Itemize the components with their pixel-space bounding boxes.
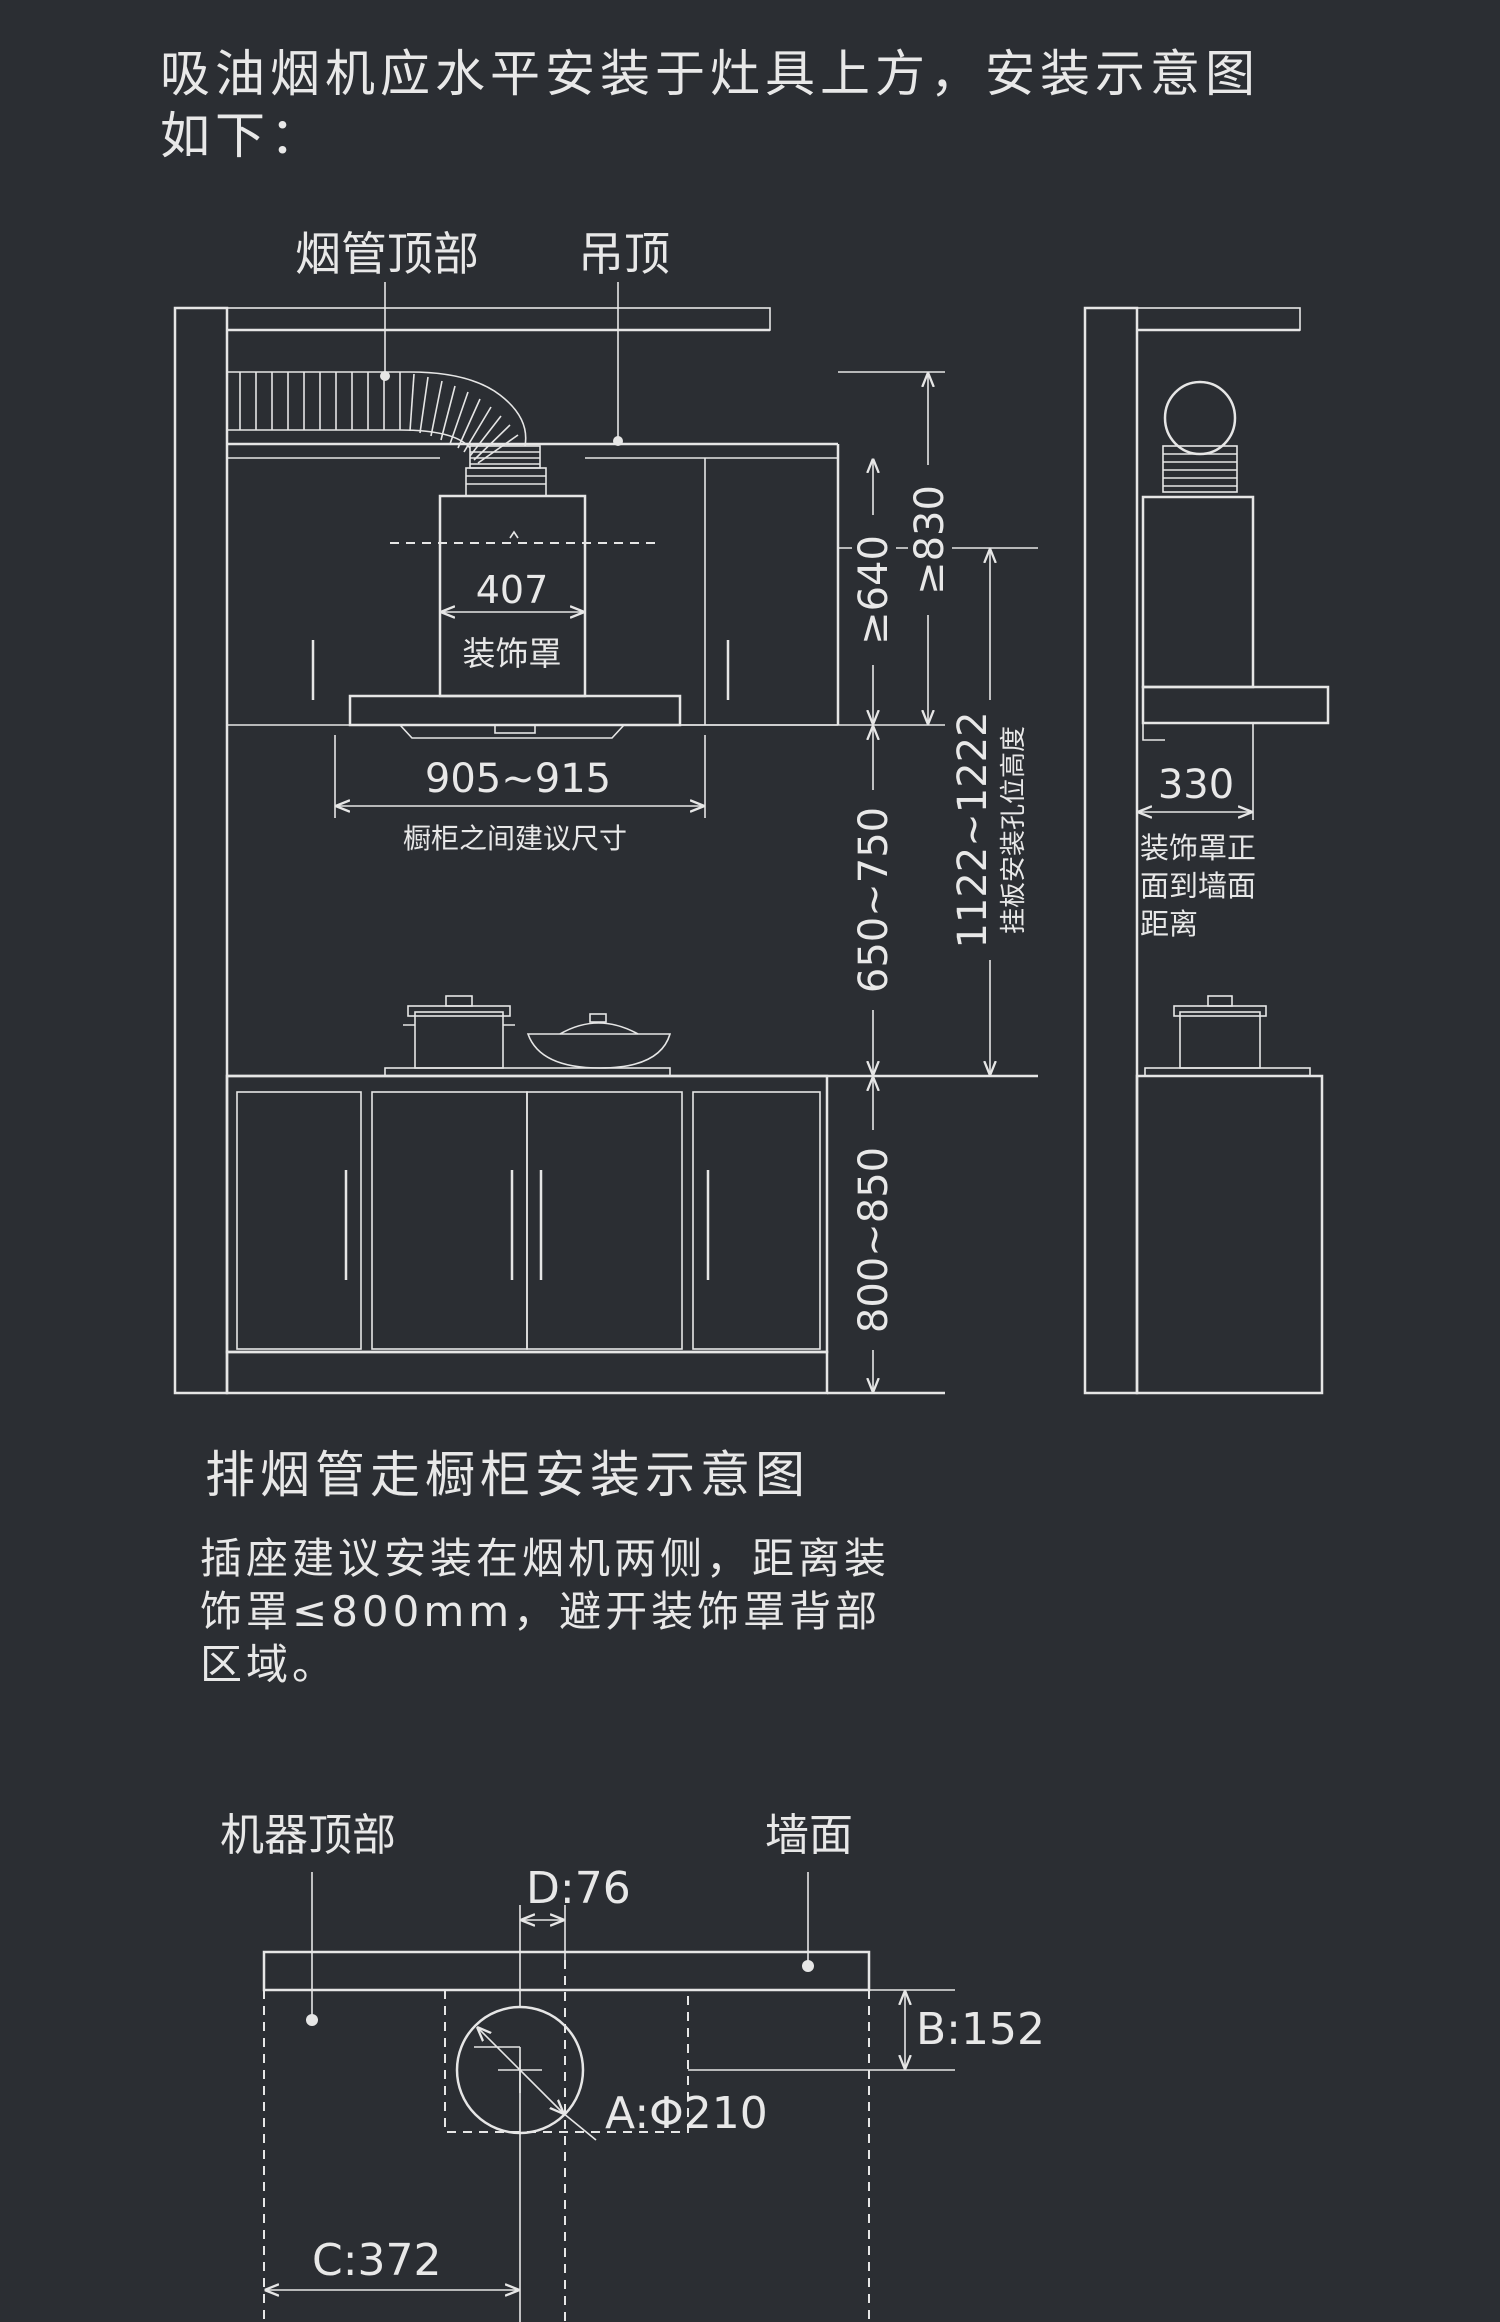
side-hood-cover [1141,495,1255,689]
hood-body [348,694,682,727]
socket-note-line-1: 插座建议安装在烟机两侧，距离装 [200,1534,891,1583]
pot-icon [403,995,515,1069]
side-ceiling-slab [1136,307,1301,331]
base-cabinets [225,1074,829,1395]
dim-cabinet-gap: 905~915 [425,756,611,802]
dim-c: C:372 [312,2235,442,2286]
dim-line-a [478,2028,563,2113]
intro-line-2: 如下： [160,107,325,165]
dim-a: A:Φ210 [605,2088,768,2139]
label-duct-top: 烟管顶部 [295,227,479,281]
label-mount-height: 挂板安装孔位高度 [999,726,1029,934]
wok-icon [526,1013,672,1069]
diagram-side-view: 330 装饰罩正 面到墙面 距离 [1083,306,1330,1395]
dim-330: 330 [1158,762,1234,808]
dim-650-750: 650~750 [851,807,897,993]
label-ceiling: 吊顶 [578,227,670,281]
label-machine-top: 机器顶部 [220,1810,396,1861]
cover-back-area [444,1990,689,2133]
dim-640: ≥640 [851,535,897,645]
dim-1122-1222: 1122~1222 [950,711,996,948]
label-cabinet-gap: 橱柜之间建议尺寸 [403,822,627,855]
label-hood-cover: 装饰罩 [463,634,562,673]
top-view-wall [262,1950,871,1992]
side-duct [1163,380,1237,456]
label-cover-to-wall-1: 装饰罩正 [1140,831,1256,865]
dim-800-850: 800~850 [851,1147,897,1333]
label-cover-to-wall-2: 面到墙面 [1140,869,1256,903]
side-pot-icon [1173,995,1267,1069]
side-brick-wall [1083,306,1139,1395]
dim-hood-width: 407 [476,568,549,612]
left-brick-wall [173,306,229,1395]
label-wall: 墙面 [765,1810,853,1861]
flexible-duct [227,371,547,497]
dim-830: ≥830 [907,485,953,595]
side-base-cabinet [1135,1074,1324,1395]
duct-hole [455,2005,585,2135]
socket-note-line-2: 饰罩≤800mm，避开装饰罩背部 [200,1587,882,1636]
diagram-top-view: A:Φ210 D:76 B:152 C:372 机器顶部 墙面 [220,1810,1045,2322]
ceiling-slab [226,307,771,331]
side-hood-body [1141,685,1330,725]
dim-d: D:76 [526,1863,631,1914]
diagram-front-view: 407 装饰罩 905~915 橱柜之间建议尺寸 烟管顶部 吊顶 [173,227,1038,1395]
label-cover-to-wall-3: 距离 [1140,907,1198,941]
intro-line-1: 吸油烟机应水平安装于灶具上方，安装示意图 [160,45,1260,103]
dim-b: B:152 [916,2004,1045,2055]
socket-note-line-3: 区域。 [200,1640,339,1689]
diagram-caption: 排烟管走橱柜安装示意图 [205,1446,810,1504]
